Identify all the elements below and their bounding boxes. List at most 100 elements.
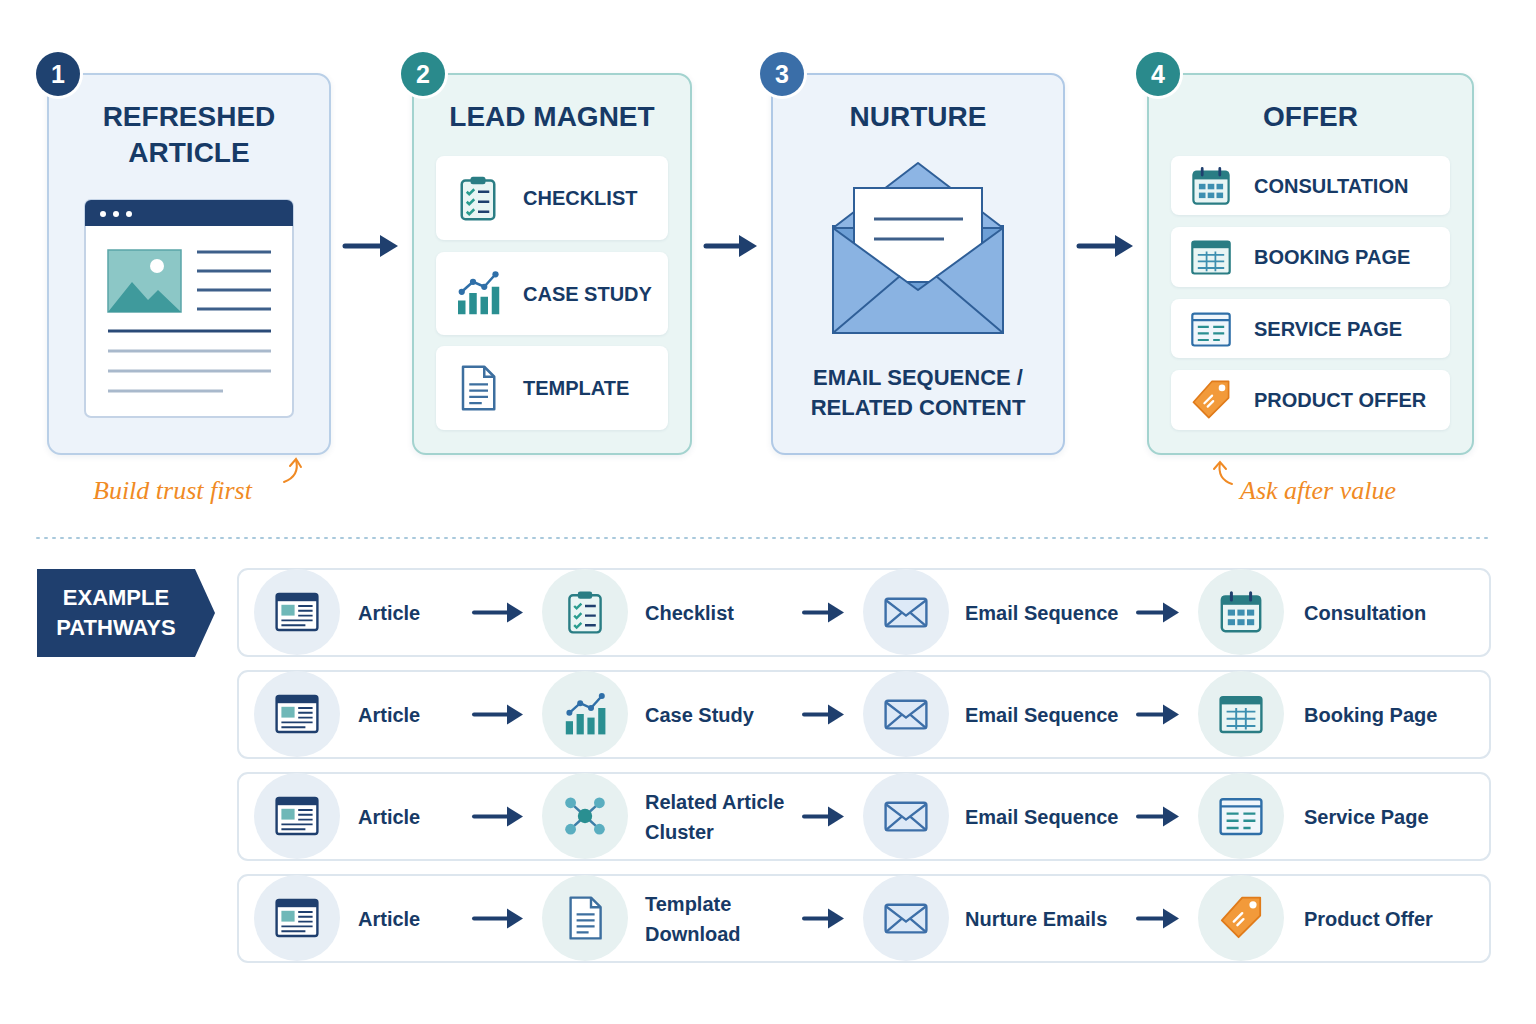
stage-title: REFRESHED ARTICLE — [49, 99, 329, 171]
arrow-head — [507, 909, 523, 929]
pathway-icons — [542, 671, 628, 757]
annotation-arrows — [1214, 462, 1226, 469]
article-illustration — [150, 259, 164, 273]
envelope-illustration — [833, 276, 1003, 333]
arrow-line — [474, 917, 509, 921]
step-label: Article — [358, 598, 420, 628]
pathway-icons — [886, 701, 927, 729]
article-illustration — [108, 282, 181, 312]
stage-box: 3NURTUREEMAIL SEQUENCE / RELATED CONTENT — [771, 73, 1065, 455]
lead-magnet-item: TEMPLATE — [436, 346, 668, 430]
article-illustration — [85, 200, 293, 226]
arrow-line — [804, 917, 830, 921]
article-illustration — [108, 250, 181, 312]
pathway-row — [238, 671, 1490, 758]
arrow-head — [507, 807, 523, 827]
arrow-head — [1163, 909, 1179, 929]
pathway-icons — [254, 569, 1284, 961]
flow-arrow — [804, 909, 844, 929]
pathway-row — [238, 569, 1490, 656]
pathway-icons — [1221, 697, 1262, 732]
pathway-icons — [569, 592, 600, 633]
arrow-line — [474, 713, 509, 717]
article-illustration — [108, 351, 271, 391]
pathway-step: Product Offer — [1198, 875, 1473, 962]
pathway-icons — [1221, 799, 1262, 834]
arrow-head — [1115, 235, 1133, 257]
item-label: SERVICE PAGE — [1254, 316, 1402, 342]
stage-box: 1REFRESHED ARTICLE — [47, 73, 331, 455]
item-label: CONSULTATION — [1254, 173, 1408, 199]
article-illustration — [197, 252, 271, 309]
step-label: Related Article Cluster — [645, 787, 794, 847]
article-illustration — [113, 211, 119, 217]
flow-arrow — [1079, 235, 1133, 257]
annotation-arrows — [284, 460, 297, 482]
offer-item: SERVICE PAGE — [1171, 299, 1450, 358]
stage-title: LEAD MAGNET — [414, 99, 690, 135]
step-label: Article — [358, 904, 420, 934]
flow-arrow — [804, 705, 844, 725]
step-label: Booking Page — [1304, 700, 1437, 730]
arrow-line — [1138, 611, 1165, 615]
item-label: TEMPLATE — [523, 375, 629, 401]
pathway-icons — [277, 696, 318, 732]
pathway-icons — [863, 671, 949, 757]
pathway-step: Email Sequence — [863, 773, 1128, 860]
pathway-icons — [277, 900, 318, 936]
lead-magnet-item: CASE STUDY — [436, 252, 668, 335]
annotation-arrows — [284, 459, 1232, 484]
flow-arrow — [474, 909, 523, 929]
pathway-icons — [863, 569, 949, 655]
pathway-icons — [542, 875, 628, 961]
flow-arrow — [474, 603, 523, 623]
item-label: CHECKLIST — [523, 185, 637, 211]
pathway-step: Article — [254, 569, 464, 656]
item-label: BOOKING PAGE — [1254, 244, 1410, 270]
pathway-icons — [565, 797, 605, 834]
pathway-step: Checklist — [542, 569, 794, 656]
callout-number: 3 — [760, 52, 804, 96]
arrow-head — [828, 909, 844, 929]
arrow-head — [739, 235, 757, 257]
step-label: Article — [358, 802, 420, 832]
pathway-icons — [254, 773, 340, 859]
pathway-step: Article — [254, 671, 464, 758]
flow-arrow — [1138, 603, 1179, 623]
article-illustration — [108, 330, 271, 333]
arrow-head — [507, 603, 523, 623]
flow-arrow — [804, 603, 844, 623]
arrow-head — [828, 603, 844, 623]
pathway-step: Article — [254, 773, 464, 860]
flow-arrow — [1138, 807, 1179, 827]
pathway-icons — [886, 803, 927, 831]
pathway-icons — [1198, 569, 1284, 655]
step-label: Service Page — [1304, 802, 1429, 832]
envelope-illustration — [874, 219, 963, 239]
pathway-row — [238, 773, 1490, 860]
item-icons — [463, 367, 494, 410]
pathways-banner: EXAMPLE PATHWAYS — [37, 569, 215, 657]
arrow-line — [1079, 244, 1117, 249]
arrow-line — [1138, 713, 1165, 717]
step-label: Case Study — [645, 700, 754, 730]
step-label: Checklist — [645, 598, 734, 628]
section-divider — [37, 537, 1490, 539]
arrow-head — [1163, 807, 1179, 827]
step-label: Email Sequence — [965, 700, 1118, 730]
stage-title: OFFER — [1149, 99, 1472, 135]
pathway-step: Case Study — [542, 671, 794, 758]
arrow-line — [1138, 917, 1165, 921]
pathway-icons — [254, 569, 340, 655]
item-icons — [1193, 381, 1228, 417]
arrow-line — [804, 815, 830, 819]
step-label: Email Sequence — [965, 802, 1118, 832]
offer-item: CONSULTATION — [1171, 156, 1450, 215]
flow-arrow — [804, 807, 844, 827]
callout-number: 4 — [1136, 52, 1180, 96]
pathway-step: Booking Page — [1198, 671, 1473, 758]
arrow-head — [380, 235, 398, 257]
envelope-illustration — [854, 188, 982, 282]
arrow-line — [804, 713, 830, 717]
pathway-icons — [886, 905, 927, 933]
